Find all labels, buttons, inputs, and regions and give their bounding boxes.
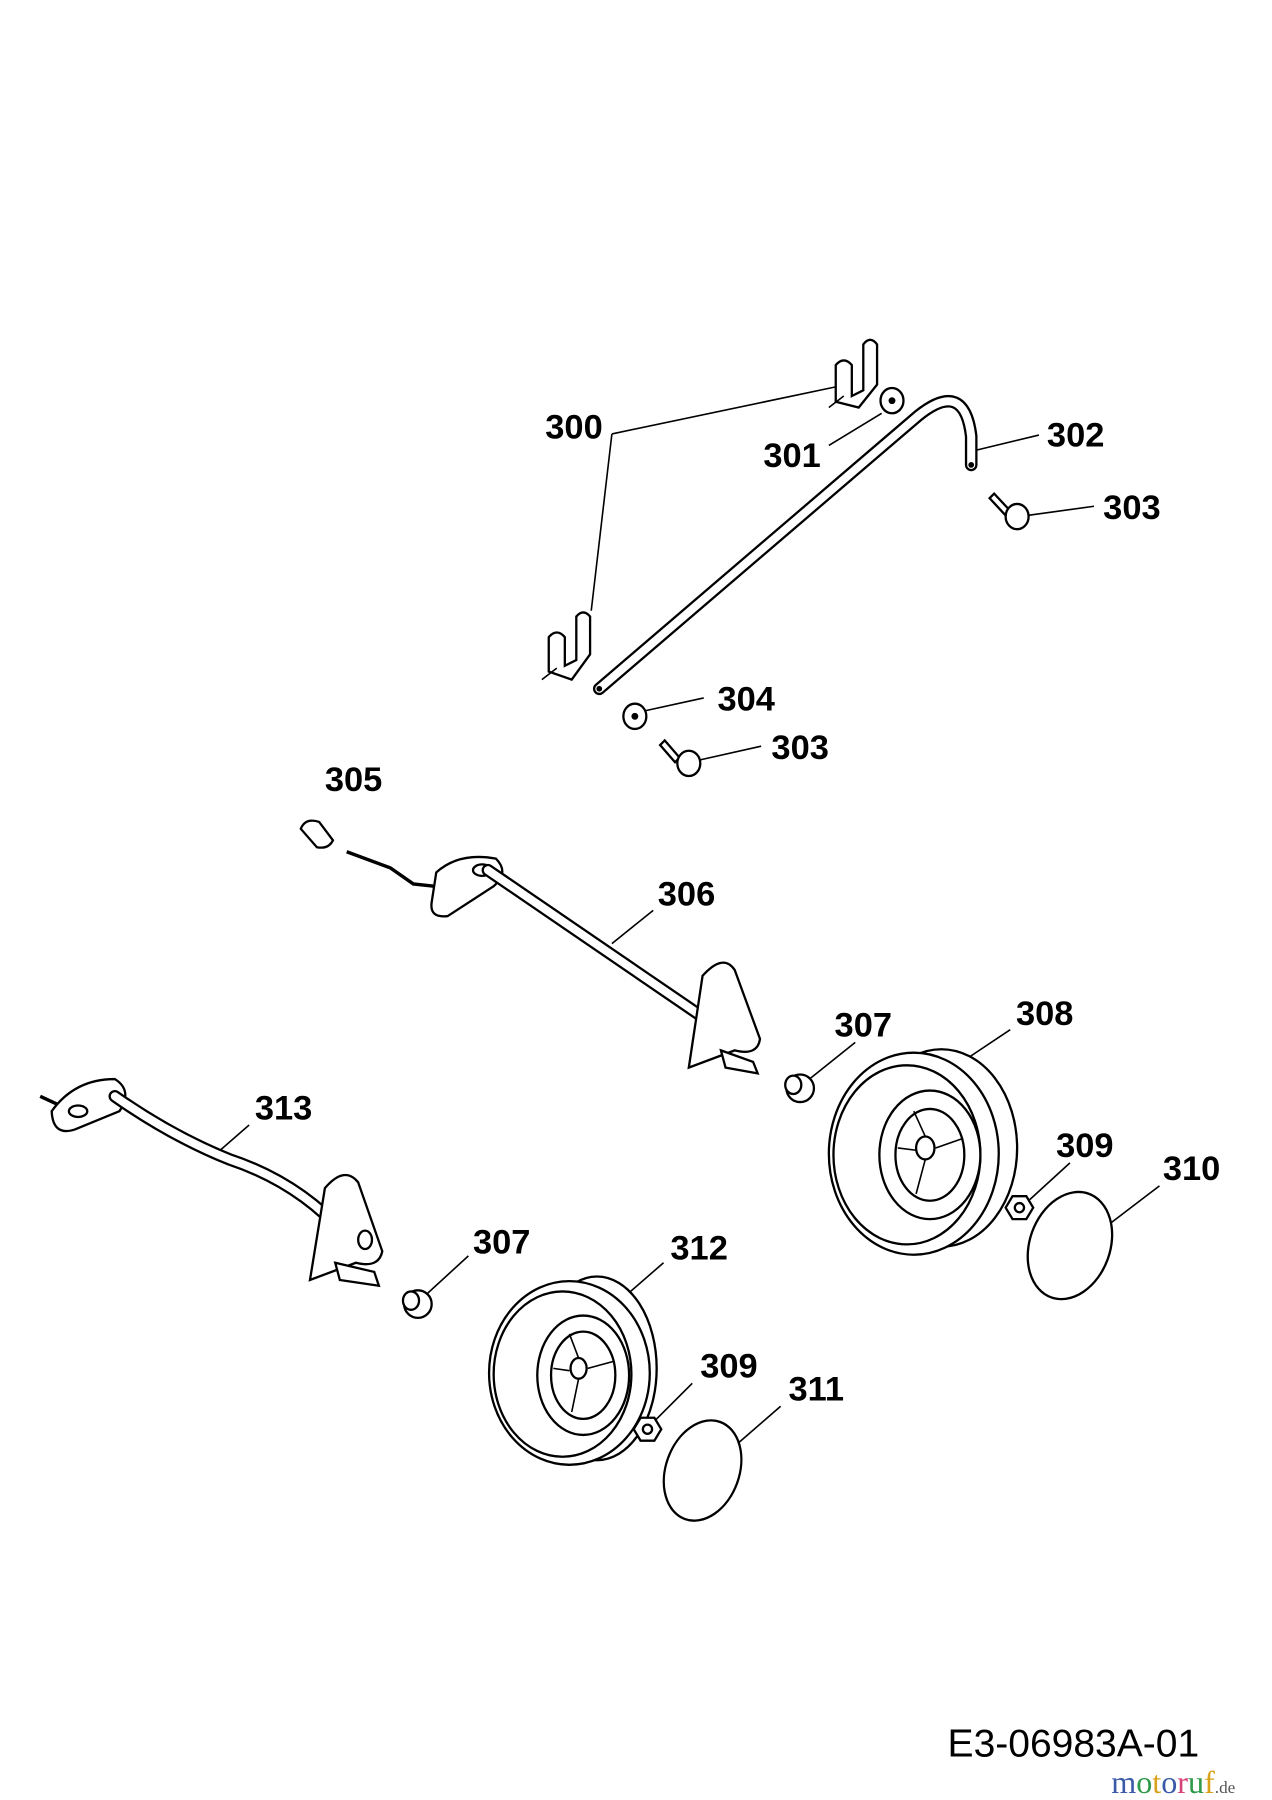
callout-306: 306 — [658, 876, 715, 914]
callout-311: 311 — [788, 1371, 844, 1409]
callout-313: 313 — [255, 1089, 312, 1127]
wheel-part-308 — [827, 1048, 1019, 1256]
callout-310: 310 — [1163, 1150, 1220, 1188]
clip-part-300-top — [828, 338, 879, 409]
handle-rod-part-302 — [592, 394, 978, 696]
knob-part-305 — [299, 819, 435, 888]
callout-304: 304 — [717, 681, 774, 719]
callout-301: 301 — [763, 437, 820, 475]
spacer-part-307-top — [784, 1073, 816, 1104]
nut-part-309-top — [1004, 1195, 1035, 1221]
wheel-part-312 — [487, 1275, 658, 1466]
callout-303: 303 — [771, 729, 828, 767]
washer-part-304 — [622, 702, 648, 731]
hub-cap-part-310 — [1026, 1190, 1114, 1301]
spacer-part-307-bottom — [401, 1289, 433, 1320]
callout-300: 300 — [545, 409, 602, 447]
callout-302: 302 — [1047, 417, 1104, 455]
callout-303: 303 — [1103, 489, 1160, 527]
axle-part-313 — [39, 1077, 384, 1288]
callout-307: 307 — [835, 1007, 892, 1045]
callout-308: 308 — [1016, 995, 1073, 1033]
pin-part-303-bottom — [658, 738, 702, 778]
pin-part-303-top — [987, 491, 1030, 531]
callout-307: 307 — [473, 1224, 530, 1262]
leader-lines — [213, 386, 1160, 1445]
callout-305: 305 — [325, 761, 382, 799]
hub-cap-part-311 — [662, 1419, 743, 1522]
callout-labels: 300 301 302 303 304 303 305 306 307 308 … — [255, 409, 1220, 1409]
drawing-code: E3-06983A-01 — [948, 1722, 1200, 1765]
axle-part-306 — [430, 855, 762, 1075]
nut-part-309-bottom — [632, 1416, 663, 1442]
washer-part-301 — [879, 386, 905, 415]
callout-309: 309 — [1056, 1127, 1113, 1165]
motoruf-watermark: motoruf.de — [1111, 1764, 1235, 1800]
clip-part-300-bottom — [541, 611, 592, 681]
callout-312: 312 — [670, 1229, 727, 1267]
callout-309: 309 — [700, 1348, 757, 1386]
